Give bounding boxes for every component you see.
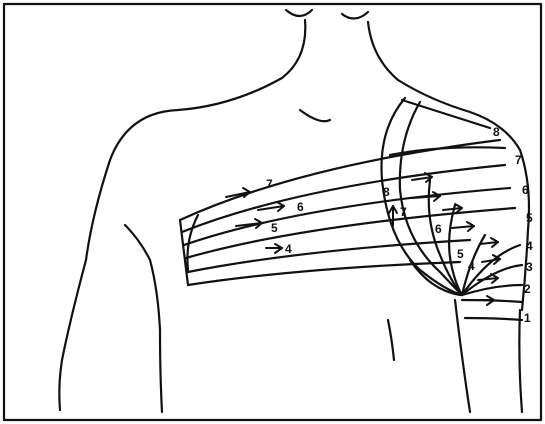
label-inner-5: 5 [457,247,464,261]
chest-bands [180,140,515,285]
label-right-5: 5 [526,211,533,225]
chin-right [342,12,368,19]
label-right-2: 2 [524,282,531,296]
label-right-8: 8 [493,125,500,139]
right-arm-outer [519,310,522,412]
label-right-7: 7 [515,153,522,167]
label-chest-4: 4 [285,242,292,256]
left-arm-inner [125,225,162,412]
label-right-1: 1 [524,311,531,325]
armpit-curve [410,260,460,295]
clavicle-mark [300,110,330,121]
label-chest-7: 7 [266,177,273,191]
label-right-4: 4 [526,239,533,253]
right-side-line [455,300,470,412]
label-chest-5: 5 [271,221,278,235]
band-5-bottom [186,208,515,258]
label-inner-4: 4 [468,259,475,273]
label-inner-6: 6 [435,222,442,236]
label-inner-7: 7 [400,205,407,219]
label-right-6: 6 [522,183,529,197]
sternum-mark [388,320,394,360]
spica-band-2 [462,285,522,295]
label-right-3: 3 [526,260,533,274]
spica-band-1b [465,318,522,320]
neck-left-line [178,20,305,110]
label-inner-8: 8 [383,185,390,199]
label-chest-6: 6 [297,200,304,214]
band-4-top [188,240,470,272]
chin-left [286,10,312,16]
